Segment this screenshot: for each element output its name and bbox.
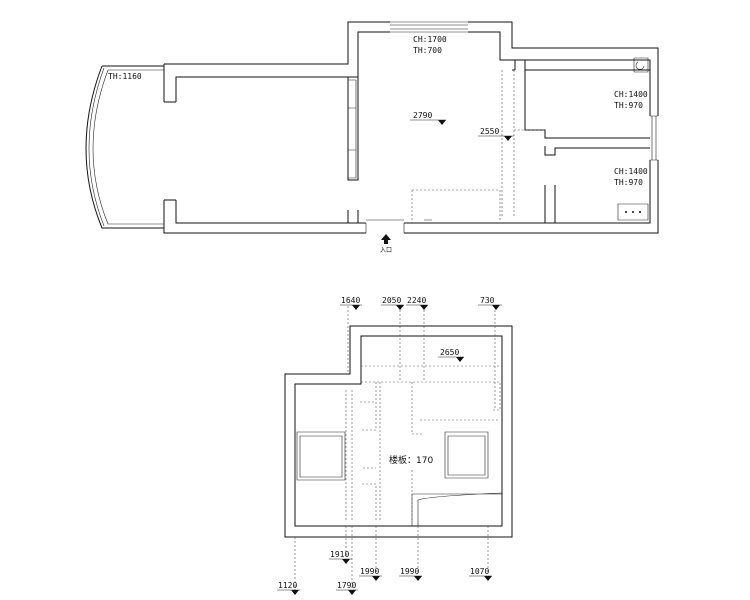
cooktop-burner-1 — [625, 211, 627, 213]
lower-inner-wall — [294, 335, 503, 527]
floor-slab-label: 楼板：170 — [389, 454, 433, 466]
elevation-marker-1120: 1120 — [277, 581, 300, 595]
wash-basin — [633, 57, 649, 73]
cooktop-burner-2 — [632, 211, 634, 213]
svg-text:730: 730 — [480, 296, 495, 305]
elevation-marker-730: 730 — [478, 296, 502, 310]
svg-text:2790: 2790 — [413, 111, 432, 120]
elevation-marker-main: 2790 — [410, 111, 446, 125]
closet — [348, 79, 357, 179]
svg-text:1640: 1640 — [341, 296, 360, 305]
entrance-door — [365, 219, 432, 233]
room1-ch-label: CH:1400 — [614, 90, 648, 99]
elevation-marker-1990-a: 1990 — [359, 567, 382, 581]
svg-text:2240: 2240 — [407, 296, 426, 305]
balcony-stubs — [164, 101, 176, 201]
upper-dashed-lines — [411, 70, 545, 223]
room2-th-label: TH:970 — [614, 178, 643, 187]
bed-right — [444, 431, 489, 479]
svg-text:2050: 2050 — [382, 296, 401, 305]
lower-dashed-lines — [345, 365, 502, 520]
upper-outer-wall — [163, 21, 659, 234]
upper-plan: 入口 TH:1160 CH:1700 TH:700 CH:1400 TH:970… — [85, 21, 659, 254]
svg-text:2550: 2550 — [480, 127, 499, 136]
room1-th-label: TH:970 — [614, 101, 643, 110]
bed-left — [296, 431, 346, 481]
balcony-bay-inner — [88, 67, 164, 227]
svg-text:1910: 1910 — [330, 550, 349, 559]
lower-outer-wall — [284, 325, 513, 538]
elevation-marker-corridor: 2550 — [478, 127, 514, 141]
svg-text:1990: 1990 — [360, 567, 379, 576]
balcony-th-label: TH:1160 — [108, 72, 142, 81]
bottom-leader-lines — [294, 526, 489, 590]
center-ch-label: CH:1700 — [413, 35, 447, 44]
cooktop — [617, 203, 649, 221]
partition-walls — [347, 60, 650, 223]
elevation-marker-2050: 2050 — [381, 296, 404, 310]
room1-window — [650, 115, 658, 161]
svg-text:1120: 1120 — [278, 581, 297, 590]
elevation-marker-2240: 2240 — [406, 296, 428, 310]
svg-text:1990: 1990 — [400, 567, 419, 576]
entrance-label: 入口 — [380, 247, 392, 254]
entrance-arrow-icon — [381, 234, 391, 244]
elevation-marker-2650: 2650 — [438, 348, 464, 362]
balcony-bay — [85, 65, 164, 229]
svg-text:1070: 1070 — [470, 567, 489, 576]
cooktop-burner-3 — [639, 211, 641, 213]
elevation-marker-1990-b: 1990 — [399, 567, 422, 581]
lower-plan: 1640 2050 2240 730 2650 楼板：170 — [277, 296, 513, 595]
room2-ch-label: CH:1400 — [614, 167, 648, 176]
svg-text:2650: 2650 — [440, 348, 459, 357]
elevation-marker-1640: 1640 — [340, 296, 362, 310]
upper-inner-wall — [175, 31, 651, 224]
top-leader-lines — [347, 306, 496, 410]
corner-desk — [411, 492, 503, 526]
elevation-marker-1910: 1910 — [329, 550, 352, 564]
center-top-window — [390, 21, 468, 33]
elevation-marker-1790: 1790 — [336, 581, 358, 595]
elevation-marker-1070: 1070 — [469, 567, 492, 581]
svg-text:1790: 1790 — [337, 581, 356, 590]
center-th-label: TH:700 — [413, 46, 442, 55]
